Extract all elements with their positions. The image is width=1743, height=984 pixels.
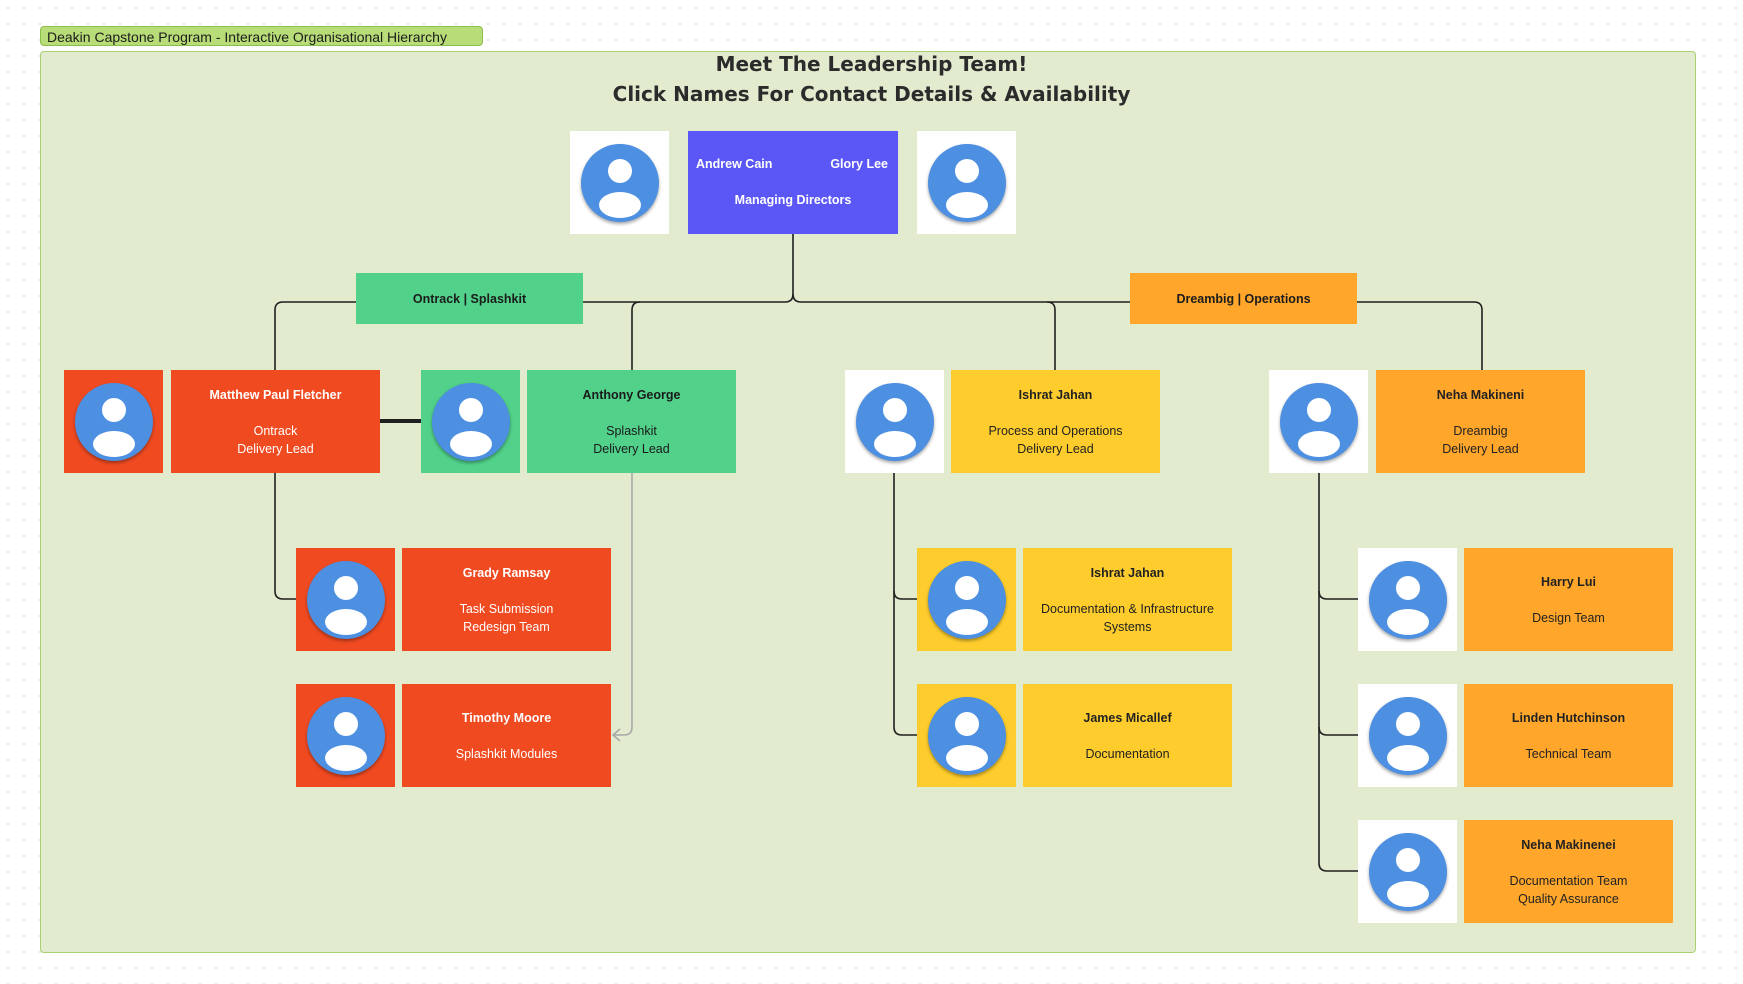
member-card-timothy[interactable]: Timothy Moore Splashkit Modules xyxy=(402,684,611,787)
member-card-grady[interactable]: Grady Ramsay Task Submission Redesign Te… xyxy=(402,548,611,651)
andrew-cain-avatar[interactable] xyxy=(570,131,669,234)
member-card-neha-makinenei[interactable]: Neha Makinenei Documentation Team Qualit… xyxy=(1464,820,1673,923)
person-name[interactable]: Matthew Paul Fletcher xyxy=(209,387,342,402)
person-role: Process and Operations xyxy=(988,423,1123,438)
person-name[interactable]: Grady Ramsay xyxy=(462,565,551,580)
person-name[interactable]: Ishrat Jahan xyxy=(1090,565,1165,580)
group-ontrack-splashkit: Ontrack | Splashkit xyxy=(356,273,583,324)
neha-avatar[interactable] xyxy=(1269,370,1368,473)
james-avatar[interactable] xyxy=(917,684,1016,787)
person-role: Documentation Team xyxy=(1509,873,1628,888)
person-avatar-icon xyxy=(927,560,1006,639)
person-role: Delivery Lead xyxy=(1442,441,1519,456)
neha-makinenei-avatar[interactable] xyxy=(1358,820,1457,923)
heading-line-1: Meet The Leadership Team! xyxy=(715,52,1028,76)
person-avatar-icon xyxy=(306,560,385,639)
director-name-right[interactable]: Glory Lee xyxy=(830,157,888,171)
person-avatar-icon xyxy=(927,143,1006,222)
person-avatar-icon xyxy=(855,382,934,461)
person-avatar-icon xyxy=(74,382,153,461)
person-role: Splashkit xyxy=(606,423,657,438)
person-role: Documentation & Infrastructure xyxy=(1041,601,1214,616)
person-role: Technical Team xyxy=(1525,746,1612,761)
person-name[interactable]: James Micallef xyxy=(1083,710,1172,725)
person-role: Systems xyxy=(1103,619,1152,634)
person-role: Delivery Lead xyxy=(237,441,314,456)
person-avatar-icon xyxy=(431,382,510,461)
person-avatar-icon xyxy=(1279,382,1358,461)
person-name[interactable]: Linden Hutchinson xyxy=(1511,710,1626,725)
person-role: Delivery Lead xyxy=(593,441,670,456)
heading-line-2: Click Names For Contact Details & Availa… xyxy=(612,82,1131,106)
person-avatar-icon xyxy=(1368,832,1447,911)
person-role: Design Team xyxy=(1532,610,1605,625)
matthew-avatar[interactable] xyxy=(64,370,163,473)
person-role: Quality Assurance xyxy=(1518,891,1619,906)
member-card-james[interactable]: James Micallef Documentation xyxy=(1023,684,1232,787)
lead-card-anthony[interactable]: Anthony George Splashkit Delivery Lead xyxy=(527,370,736,473)
person-name[interactable]: Harry Lui xyxy=(1541,574,1596,589)
person-name[interactable]: Ishrat Jahan xyxy=(1018,387,1093,402)
person-role: Ontrack xyxy=(253,423,298,438)
person-name[interactable]: Neha Makineni xyxy=(1436,387,1525,402)
person-name[interactable]: Neha Makinenei xyxy=(1521,837,1616,852)
person-avatar-icon xyxy=(306,696,385,775)
lead-card-neha[interactable]: Neha Makineni Dreambig Delivery Lead xyxy=(1376,370,1585,473)
person-role: Delivery Lead xyxy=(1017,441,1094,456)
grady-avatar[interactable] xyxy=(296,548,395,651)
member-card-linden[interactable]: Linden Hutchinson Technical Team xyxy=(1464,684,1673,787)
person-role: Splashkit Modules xyxy=(455,746,558,761)
person-name[interactable]: Anthony George xyxy=(582,387,681,402)
frame-label[interactable]: Deakin Capstone Program - Interactive Or… xyxy=(40,26,483,46)
person-avatar-icon xyxy=(580,143,659,222)
person-role: Redesign Team xyxy=(463,619,550,634)
anthony-avatar[interactable] xyxy=(421,370,520,473)
member-card-harry[interactable]: Harry Lui Design Team xyxy=(1464,548,1673,651)
person-role: Dreambig xyxy=(1453,423,1508,438)
lead-card-matthew[interactable]: Matthew Paul Fletcher Ontrack Delivery L… xyxy=(171,370,380,473)
timothy-avatar[interactable] xyxy=(296,684,395,787)
member-card-ishrat[interactable]: Ishrat Jahan Documentation & Infrastruct… xyxy=(1023,548,1232,651)
linden-avatar[interactable] xyxy=(1358,684,1457,787)
person-name[interactable]: Timothy Moore xyxy=(461,710,552,725)
person-role: Task Submission xyxy=(459,601,554,616)
director-role: Managing Directors xyxy=(734,193,852,207)
ishrat2-avatar[interactable] xyxy=(917,548,1016,651)
group-dreambig-operations: Dreambig | Operations xyxy=(1130,273,1357,324)
person-avatar-icon xyxy=(927,696,1006,775)
glory-lee-avatar[interactable] xyxy=(917,131,1016,234)
director-name-left[interactable]: Andrew Cain xyxy=(696,157,773,171)
person-avatar-icon xyxy=(1368,560,1447,639)
person-role: Documentation xyxy=(1085,746,1170,761)
ishrat-avatar[interactable] xyxy=(845,370,944,473)
lead-card-ishrat[interactable]: Ishrat Jahan Process and Operations Deli… xyxy=(951,370,1160,473)
managing-directors-card[interactable]: Andrew Cain Glory Lee Managing Directors xyxy=(688,131,898,234)
harry-avatar[interactable] xyxy=(1358,548,1457,651)
person-avatar-icon xyxy=(1368,696,1447,775)
